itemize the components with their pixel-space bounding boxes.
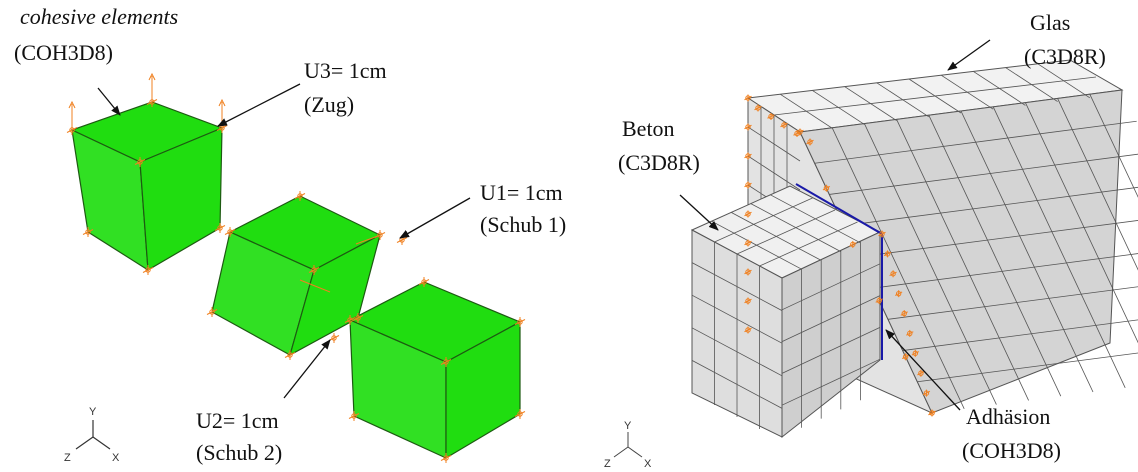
boundary-condition-markers-right <box>744 94 936 417</box>
triad-label-z-left: Z <box>64 452 71 464</box>
beton-block <box>690 185 882 439</box>
label-u1-mode: (Schub 1) <box>480 212 567 237</box>
triad-label-y-left: Y <box>89 406 97 418</box>
coordinate-triad-right <box>613 432 643 458</box>
triad-label-x-right: X <box>644 458 652 470</box>
cohesive-cube-shear-2 <box>348 281 522 460</box>
label-element-type-left: (COH3D8) <box>14 40 113 65</box>
label-u2-mode: (Schub 2) <box>196 440 283 465</box>
label-u1: U1= 1cm <box>480 180 563 205</box>
callout-arrow-element <box>97 87 121 116</box>
label-cohesive-elements: cohesive elements <box>20 4 179 29</box>
callout-arrow-glas <box>947 39 991 71</box>
cohesive-cube-tension <box>70 101 224 272</box>
callout-arrow-adhaesion <box>885 329 961 411</box>
label-adhaesion: Adhäsion <box>966 404 1051 429</box>
callout-arrow-beton <box>679 194 719 231</box>
label-u3-mode: (Zug) <box>304 92 355 117</box>
label-u3: U3= 1cm <box>304 58 387 83</box>
triad-label-x-left: X <box>112 452 120 464</box>
triad-label-y-right: Y <box>624 420 632 432</box>
label-glas-type: (C3D8R) <box>1024 44 1106 69</box>
callout-arrow-u2 <box>283 339 331 399</box>
label-adhaesion-type: (COH3D8) <box>962 438 1061 463</box>
callout-arrow-u3 <box>217 83 301 127</box>
triad-label-z-right: Z <box>604 458 611 470</box>
coordinate-triad-left <box>75 420 111 450</box>
label-glas: Glas <box>1030 10 1071 35</box>
label-beton-type: (C3D8R) <box>618 150 700 175</box>
label-u2: U2= 1cm <box>196 408 279 433</box>
label-beton: Beton <box>622 116 675 141</box>
callout-arrow-u1 <box>399 197 471 239</box>
